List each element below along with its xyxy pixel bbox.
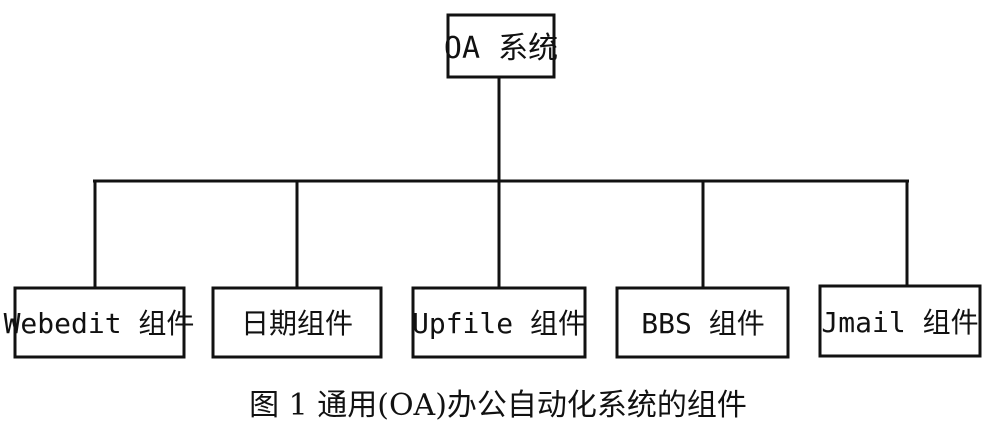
child-node-box-bbs [615,286,790,359]
root-node-label: OA 系统 [444,31,558,66]
child-node-label-bbs: BBS 组件 [641,307,764,340]
child-node-label-date: 日期组件 [241,307,353,340]
child-node-box-webedit [13,286,186,359]
child-node-label-webedit: Webedit 组件 [4,307,195,340]
child-node-box-jmail [818,284,982,358]
child-node-label-upfile: Upfile 组件 [412,307,586,340]
root-node-box [446,13,556,79]
child-node-label-jmail: Jmail 组件 [821,306,978,339]
child-node-box-upfile [411,286,587,359]
figure-caption: 图 1 通用(OA)办公自动化系统的组件 [249,388,747,423]
child-node-box-date [211,286,383,359]
